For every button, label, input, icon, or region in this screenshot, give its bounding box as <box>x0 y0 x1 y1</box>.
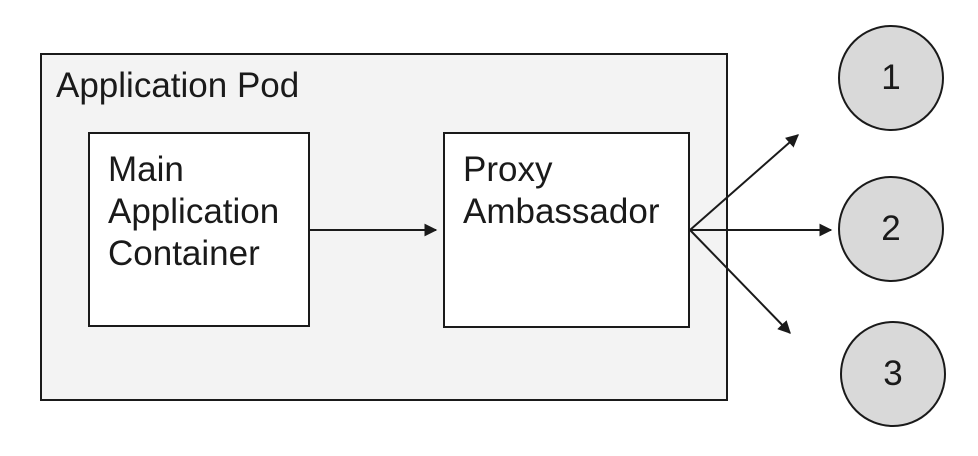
endpoint-2-label: 2 <box>881 209 901 248</box>
endpoint-3-label: 3 <box>883 354 903 393</box>
main-application-container-label: Main Application Container <box>108 150 280 273</box>
application-pod-label: Application Pod <box>56 66 300 105</box>
node-proxy-ambassador: Proxy Ambassador <box>443 132 690 328</box>
endpoint-circle-1: 1 <box>838 25 944 131</box>
proxy-ambassador-label: Proxy Ambassador <box>463 150 660 231</box>
node-main-application-container: Main Application Container <box>88 132 310 327</box>
endpoint-circle-3: 3 <box>840 321 946 427</box>
endpoint-circle-2: 2 <box>838 176 944 282</box>
endpoint-1-label: 1 <box>881 58 901 97</box>
